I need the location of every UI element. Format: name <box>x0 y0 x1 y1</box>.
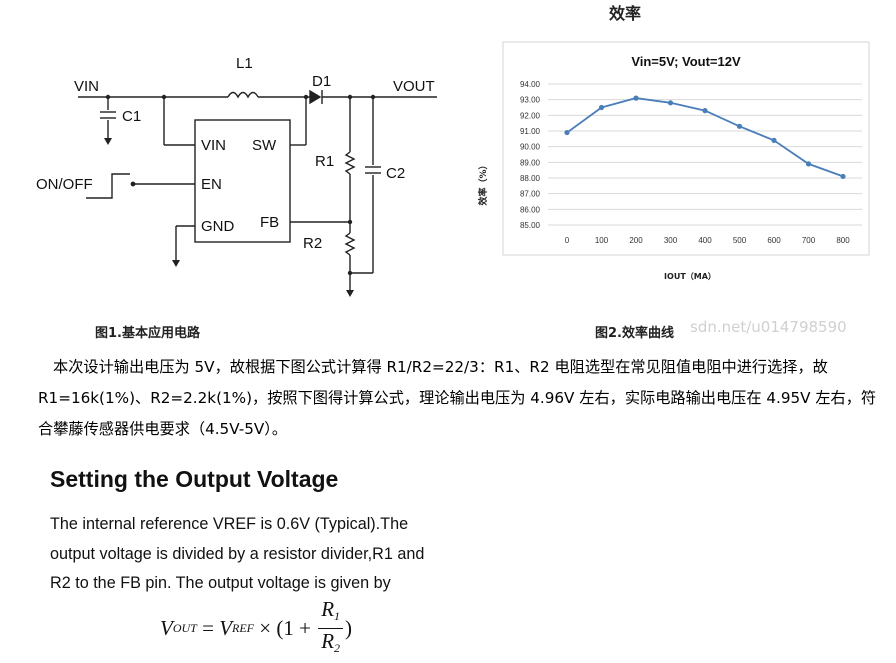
formula-num: R <box>321 596 335 621</box>
y-tick-label: 94.00 <box>520 80 541 89</box>
on-off-label: ON/OFF <box>36 176 93 193</box>
section-line-1: The internal reference VREF is 0.6V (Typ… <box>50 515 409 533</box>
x-tick-label: 600 <box>767 236 781 245</box>
vin-label: VIN <box>74 78 99 95</box>
y-tick-label: 93.00 <box>520 96 541 105</box>
x-tick-label: 200 <box>629 236 643 245</box>
x-tick-label: 500 <box>733 236 747 245</box>
chart-ylabel: 效率（%） <box>477 160 489 205</box>
c2-label: C2 <box>386 165 405 182</box>
formula-times: × (1 + <box>254 615 317 640</box>
y-tick-label: 87.00 <box>520 190 541 199</box>
vout-label: VOUT <box>393 78 435 95</box>
y-tick-label: 92.00 <box>520 111 541 120</box>
y-tick-label: 88.00 <box>520 174 541 183</box>
x-tick-label: 400 <box>698 236 712 245</box>
chart-subtitle: Vin=5V; Vout=12V <box>631 54 741 69</box>
efficiency-chart: 效率 Vin=5V; Vout=12V IOUT（MA） 效率（%） 85.00… <box>477 4 870 281</box>
x-tick-label: 300 <box>664 236 678 245</box>
formula-equals: = <box>196 615 220 640</box>
y-tick-label: 89.00 <box>520 158 541 167</box>
formula-vref-sub: REF <box>232 620 255 635</box>
x-tick-label: 0 <box>565 236 570 245</box>
figure2-caption: 图2.效率曲线 <box>595 326 674 341</box>
y-tick-label: 85.00 <box>520 221 541 230</box>
c1-label: C1 <box>122 108 141 125</box>
formula-close: ) <box>345 615 353 640</box>
formula-vref: V <box>219 615 233 640</box>
data-point <box>564 129 570 136</box>
circuit-diagram: L1 D1 VIN VOUT C1 C2 R1 R2 ON/OFF VIN SW… <box>36 55 437 297</box>
data-point <box>702 108 708 114</box>
ic-pin-vin: VIN <box>201 137 226 154</box>
ic-pin-en: EN <box>201 176 222 193</box>
figure1-caption: 图1.基本应用电路 <box>95 326 200 341</box>
watermark: sdn.net/u014798590 <box>690 318 847 336</box>
formula-den: R <box>321 628 335 653</box>
formula-vout: V <box>160 615 173 640</box>
paragraph-cn: 本次设计输出电压为 5V，故根据下图公式计算得 R1/R2=22/3：R1、R2… <box>38 358 877 438</box>
section-line-3: R2 to the FB pin. The output voltage is … <box>50 574 391 592</box>
chart-frame <box>502 41 870 256</box>
y-tick-label: 91.00 <box>520 127 541 136</box>
data-point <box>805 161 812 167</box>
r1-label: R1 <box>315 153 334 170</box>
x-tick-label: 100 <box>595 236 609 245</box>
formula-den-sub: 2 <box>334 640 341 655</box>
data-point <box>633 95 639 101</box>
r2-label: R2 <box>303 235 322 252</box>
chart-xlabel: IOUT（MA） <box>664 271 716 281</box>
l1-label: L1 <box>236 55 253 72</box>
data-point <box>598 104 605 111</box>
ic-pin-sw: SW <box>252 137 277 154</box>
data-point <box>840 173 846 180</box>
data-point <box>667 100 674 106</box>
y-tick-label: 86.00 <box>520 205 541 214</box>
ic-pin-gnd: GND <box>201 218 235 235</box>
x-tick-label: 800 <box>836 236 850 245</box>
section-paragraph: The internal reference VREF is 0.6V (Typ… <box>50 510 470 599</box>
formula-vout-sub: OUT <box>172 620 197 635</box>
formula-fraction: R1 R2 <box>318 596 344 659</box>
data-point <box>771 137 777 143</box>
ic-pin-fb: FB <box>260 214 279 231</box>
d1-label: D1 <box>312 73 331 90</box>
formula-num-sub: 1 <box>334 608 341 623</box>
y-tick-label: 90.00 <box>520 143 541 152</box>
chart-title: 效率 <box>609 4 641 23</box>
x-tick-label: 700 <box>802 236 816 245</box>
section-title: Setting the Output Voltage <box>50 466 339 492</box>
data-point <box>736 123 743 129</box>
section-line-2: output voltage is divided by a resistor … <box>50 544 425 563</box>
